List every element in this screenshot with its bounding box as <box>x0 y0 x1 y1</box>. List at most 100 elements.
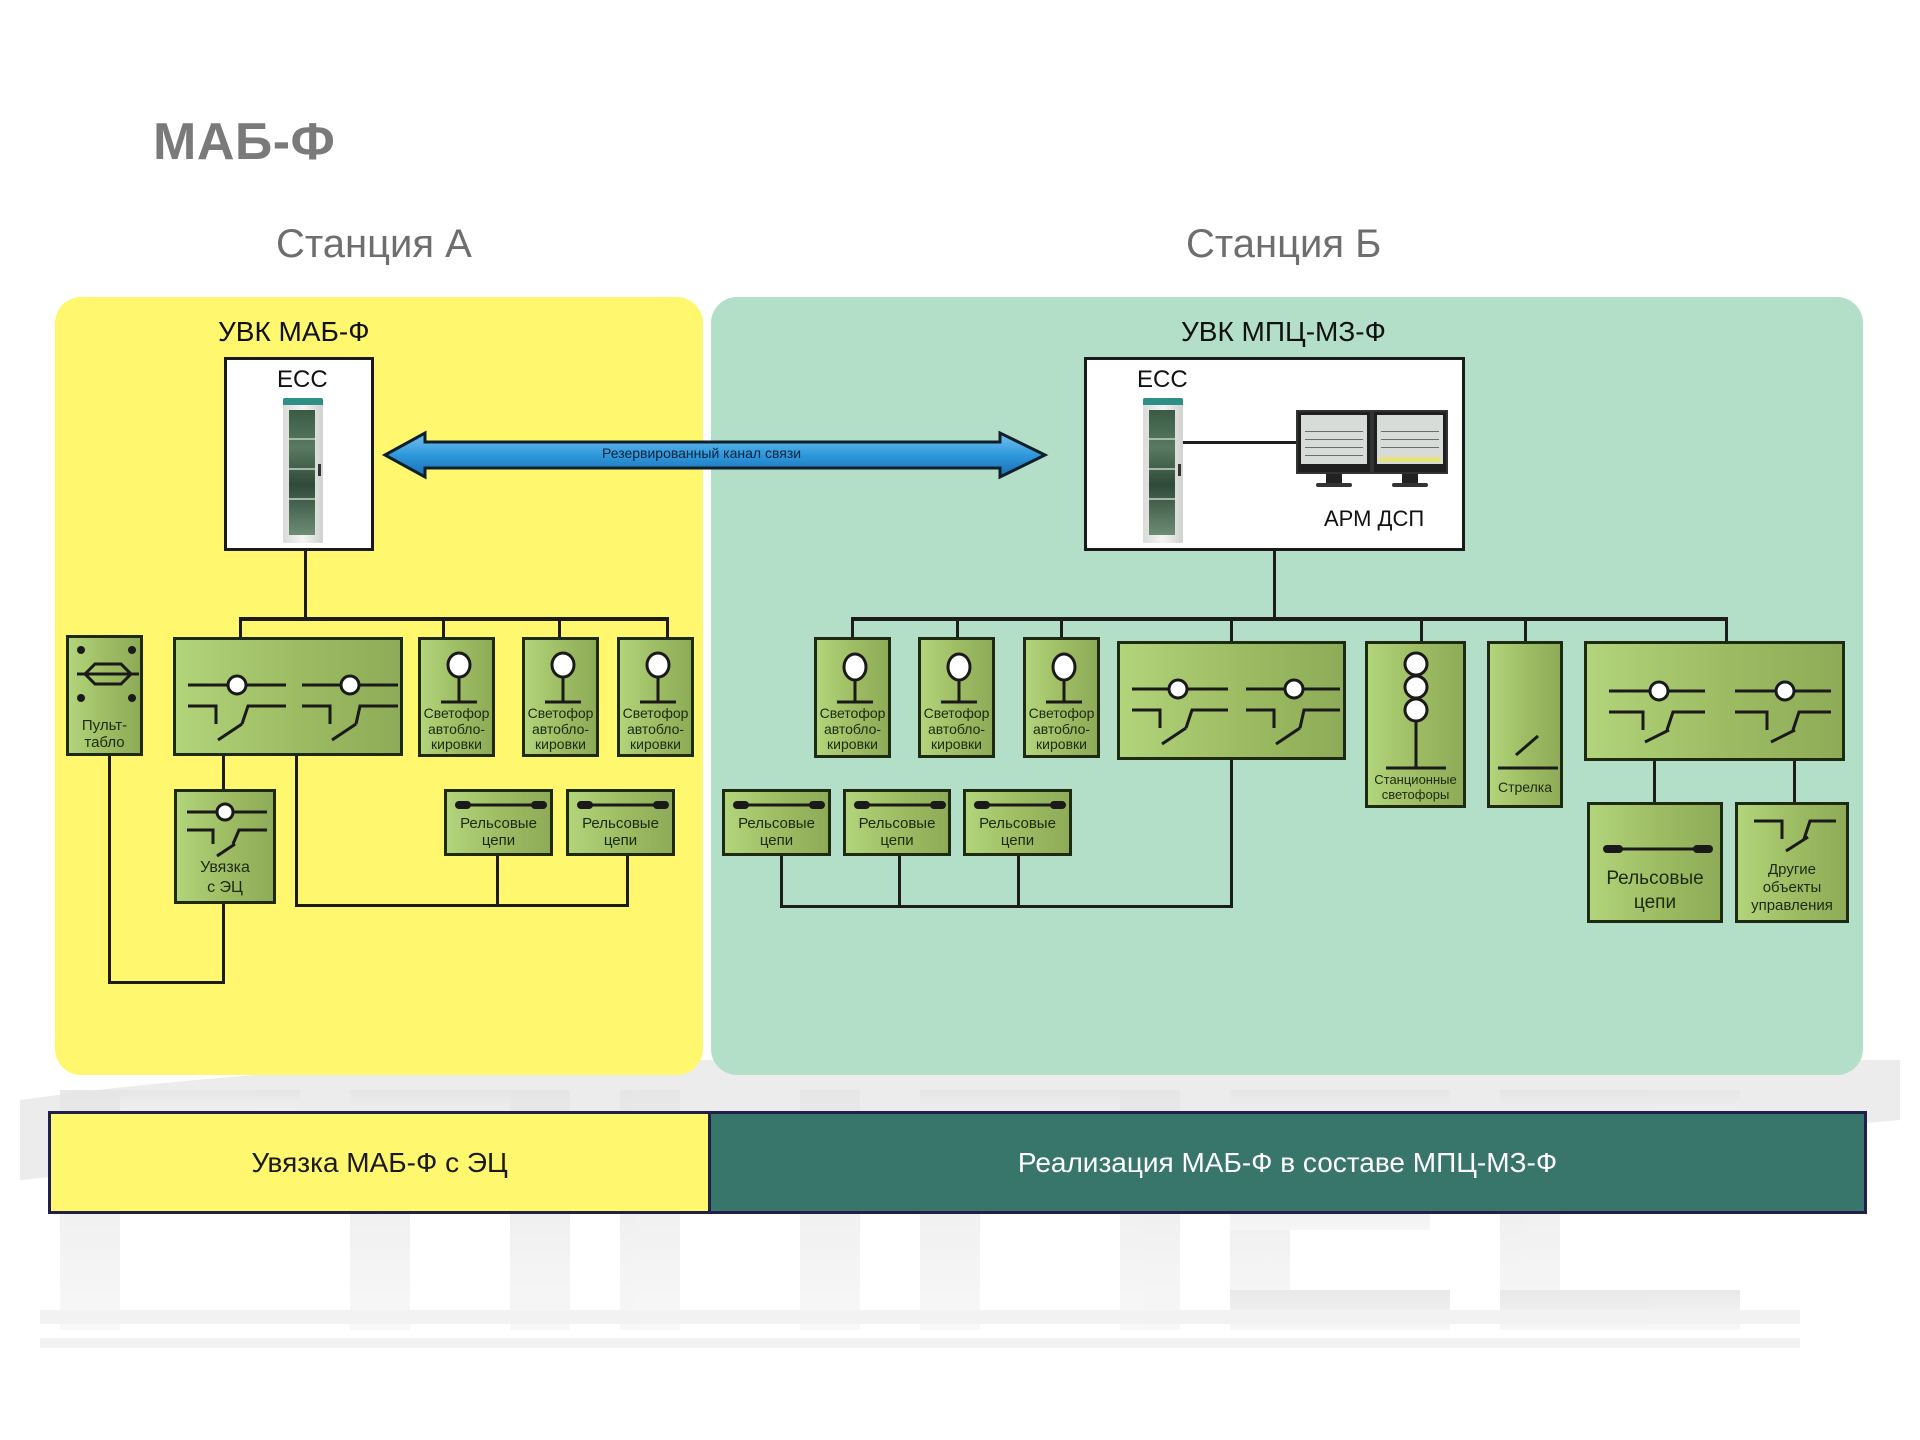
track-circuit-label: Рельсовые цепи <box>979 815 1056 849</box>
rails-link <box>295 756 298 907</box>
station-a-title: Станция А <box>276 222 472 266</box>
track-circuit-label: Рельсовые цепи <box>738 815 815 849</box>
rails-link <box>626 856 629 906</box>
station-b-signal-module[interactable]: Светофор автобло- кировки <box>918 637 995 758</box>
station-a-uvk-title: УВК МАБ-Ф <box>218 316 370 347</box>
station-b-signal-module[interactable]: Светофор автобло- кировки <box>1023 637 1100 758</box>
panel-link <box>108 756 111 984</box>
signal-icon <box>640 651 676 704</box>
station-b-ecc-label: ЕСС <box>1137 366 1188 393</box>
rails-link <box>496 856 499 906</box>
track-circuit-label: Рельсовые цепи <box>858 815 936 849</box>
summary-right-text: Реализация МАБ-Ф в составе МПЦ-МЗ-Ф <box>1017 1146 1558 1178</box>
channel-label: Резервированный канал связи <box>602 445 802 461</box>
switch-label: Стрелка <box>1497 779 1553 795</box>
station-a-crossing-block[interactable] <box>173 637 403 756</box>
ecc-to-workstation-link <box>1183 441 1297 444</box>
station-b-trunk <box>1273 551 1276 619</box>
bus-drop <box>1230 617 1233 642</box>
station-b-track-circuit-module[interactable]: Рельсовые цепи <box>722 789 831 856</box>
workstation-label: АРМ ДСП <box>1324 506 1425 531</box>
station-b-ecc-box[interactable]: ЕСС АРМ ДСП <box>1084 357 1465 551</box>
station-signals-label: Станционные светофоры <box>1374 772 1457 802</box>
other-control-objects-module[interactable]: Другие объекты управления <box>1735 802 1849 923</box>
signal-label: Светофор автобло- кировки <box>923 705 990 753</box>
redundant-channel-arrow <box>381 430 1049 480</box>
other-objects-label: Другие объекты управления <box>1751 861 1833 914</box>
station-b-title: Станция Б <box>1186 222 1382 266</box>
server-cabinet-icon <box>1143 398 1183 543</box>
rails-link <box>1230 760 1233 908</box>
station-a-trunk <box>304 551 307 619</box>
rails-link <box>1653 761 1656 803</box>
station-b-track-circuit-module[interactable]: Рельсовые цепи <box>843 789 951 856</box>
station-a-track-circuit-module[interactable]: Рельсовые цепи <box>566 789 675 856</box>
control-panel-module[interactable]: Пульт- табло <box>66 635 143 756</box>
summary-left-text: Увязка МАБ-Ф с ЭЦ <box>251 1146 508 1178</box>
switch-point-icon <box>1498 734 1558 770</box>
interface-label: Увязка с ЭЦ <box>200 859 250 896</box>
summary-left: Увязка МАБ-Ф с ЭЦ <box>51 1114 711 1211</box>
station-a-ecc-label: ЕСС <box>277 366 328 393</box>
bus-drop <box>558 617 561 638</box>
station-b-track-circuit-large-module[interactable]: Рельсовые цепи <box>1587 802 1723 923</box>
station-signals-module[interactable]: Станционные светофоры <box>1365 641 1466 808</box>
station-b-track-circuit-module[interactable]: Рельсовые цепи <box>963 789 1072 856</box>
signal-label: Светофор автобло- кировки <box>1028 705 1095 753</box>
bus-drop <box>1725 617 1728 642</box>
summary-right: Реализация МАБ-Ф в составе МПЦ-МЗ-Ф <box>711 1114 1864 1211</box>
panel-link <box>222 904 225 984</box>
signal-icon <box>1046 652 1082 704</box>
watermark-logo <box>20 1020 1900 1380</box>
station-b-signal-module[interactable]: Светофор автобло- кировки <box>814 637 891 758</box>
switch-module[interactable]: Стрелка <box>1487 641 1563 808</box>
station-b-crossing-block[interactable] <box>1117 641 1346 760</box>
bus-drop <box>1524 617 1527 642</box>
summary-bar: Увязка МАБ-Ф с ЭЦ Реализация МАБ-Ф в сос… <box>48 1111 1867 1214</box>
station-a-signal-module[interactable]: Светофор автобло- кировки <box>522 637 599 757</box>
panel-link <box>108 981 225 984</box>
page-title: МАБ-Ф <box>153 113 336 171</box>
track-circuit-icon <box>974 801 1066 809</box>
control-panel-icon <box>77 646 139 702</box>
control-panel-label: Пульт- табло <box>81 717 128 751</box>
track-circuit-label: Рельсовые цепи <box>1606 868 1704 913</box>
block-section-icon <box>188 674 398 742</box>
bus-drop <box>851 617 854 638</box>
station-a-ecc-box[interactable]: ЕСС <box>224 357 374 551</box>
bus-drop <box>1420 617 1423 642</box>
block-section-icon <box>187 802 267 858</box>
station-signal-icon <box>1386 651 1446 770</box>
block-section-icon <box>1609 680 1831 744</box>
bus-drop <box>442 617 445 638</box>
station-b-bus <box>851 617 1728 621</box>
other-link <box>1793 761 1796 803</box>
signal-icon <box>837 652 873 704</box>
track-circuit-label: Рельсовые цепи <box>582 815 659 849</box>
track-circuit-icon <box>577 801 669 809</box>
station-a-track-circuit-module[interactable]: Рельсовые цепи <box>444 789 553 856</box>
switch-contact-icon <box>1754 819 1836 853</box>
rails-link <box>780 856 783 906</box>
bus-drop <box>666 617 669 638</box>
signal-label: Светофор автобло- кировки <box>819 705 886 753</box>
station-b-uvk-title: УВК МПЦ-МЗ-Ф <box>1181 316 1386 347</box>
block-section-icon <box>1132 678 1340 746</box>
rails-link <box>780 905 1233 908</box>
signal-label: Светофор автобло- кировки <box>622 705 689 753</box>
signal-label: Светофор автобло- кировки <box>423 705 490 753</box>
station-a-signal-module[interactable]: Светофор автобло- кировки <box>418 637 495 757</box>
rails-link <box>1017 856 1020 906</box>
station-b-second-crossing-block[interactable] <box>1584 641 1845 761</box>
signal-icon <box>441 651 477 704</box>
station-a-signal-module[interactable]: Светофор автобло- кировки <box>617 637 694 757</box>
track-circuit-icon <box>854 801 946 809</box>
rails-link <box>295 904 629 907</box>
interlocking-interface-module[interactable]: Увязка с ЭЦ <box>174 789 276 904</box>
track-circuit-icon <box>1603 845 1713 853</box>
track-circuit-label: Рельсовые цепи <box>460 815 537 849</box>
interface-link <box>222 756 225 790</box>
signal-icon <box>941 652 977 704</box>
workstation-monitors-icon <box>1296 410 1456 500</box>
bus-drop <box>1060 617 1063 638</box>
